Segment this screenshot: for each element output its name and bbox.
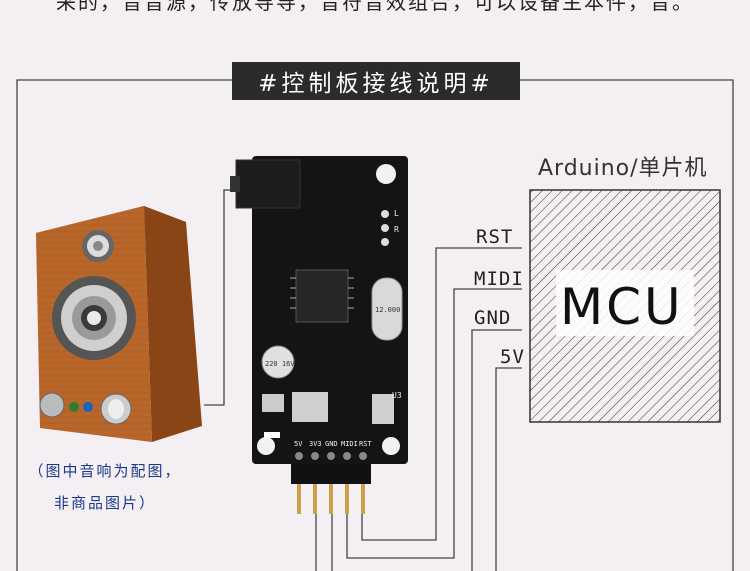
header-pin-3v3: 3V3 <box>309 440 322 448</box>
pin-header <box>291 464 371 484</box>
pin-label-5v: 5V <box>500 346 525 368</box>
mcu-platform-label: Arduino/单片机 <box>538 156 708 181</box>
header-fragment: 采的，音音源，传放导导，音符音效组合，可以设备主本件，音。 <box>56 0 694 14</box>
mcu-box-label: MCU <box>560 278 684 336</box>
caption-line-1: （图中音响为配图， <box>28 462 182 480</box>
header-pin-midi: MIDI <box>341 440 358 448</box>
speaker-image <box>36 206 202 442</box>
crystal-label: 12.000 <box>375 306 400 314</box>
pin-label-midi: MIDI <box>474 268 524 290</box>
frame-line <box>16 79 734 571</box>
pin-label-rst: RST <box>476 226 514 248</box>
crystal <box>371 277 403 341</box>
banner-title: #控制板接线说明# <box>232 62 520 100</box>
wire-rst <box>361 247 522 541</box>
pin-label-gnd: GND <box>474 307 512 329</box>
knob-left-icon <box>39 392 65 418</box>
wire-midi <box>346 288 522 559</box>
main-chip <box>295 269 349 323</box>
control-board: L R U3 12.000 220 16V 5V 3V3 GND MIDI RS… <box>230 156 408 514</box>
audio-jack <box>235 159 301 209</box>
board-label-r: R <box>394 225 399 234</box>
capacitor-label: 220 16V <box>265 360 295 368</box>
header-pin-5v: 5V <box>294 440 303 448</box>
caption-line-2: 非商品图片） <box>53 494 156 512</box>
board-label-l: L <box>394 209 399 218</box>
wire-audio <box>204 189 246 406</box>
board-label-u3: U3 <box>392 391 402 400</box>
header-pin-gnd: GND <box>325 440 338 448</box>
header-pin-rst: RST <box>359 440 372 448</box>
capacitor <box>261 345 295 379</box>
